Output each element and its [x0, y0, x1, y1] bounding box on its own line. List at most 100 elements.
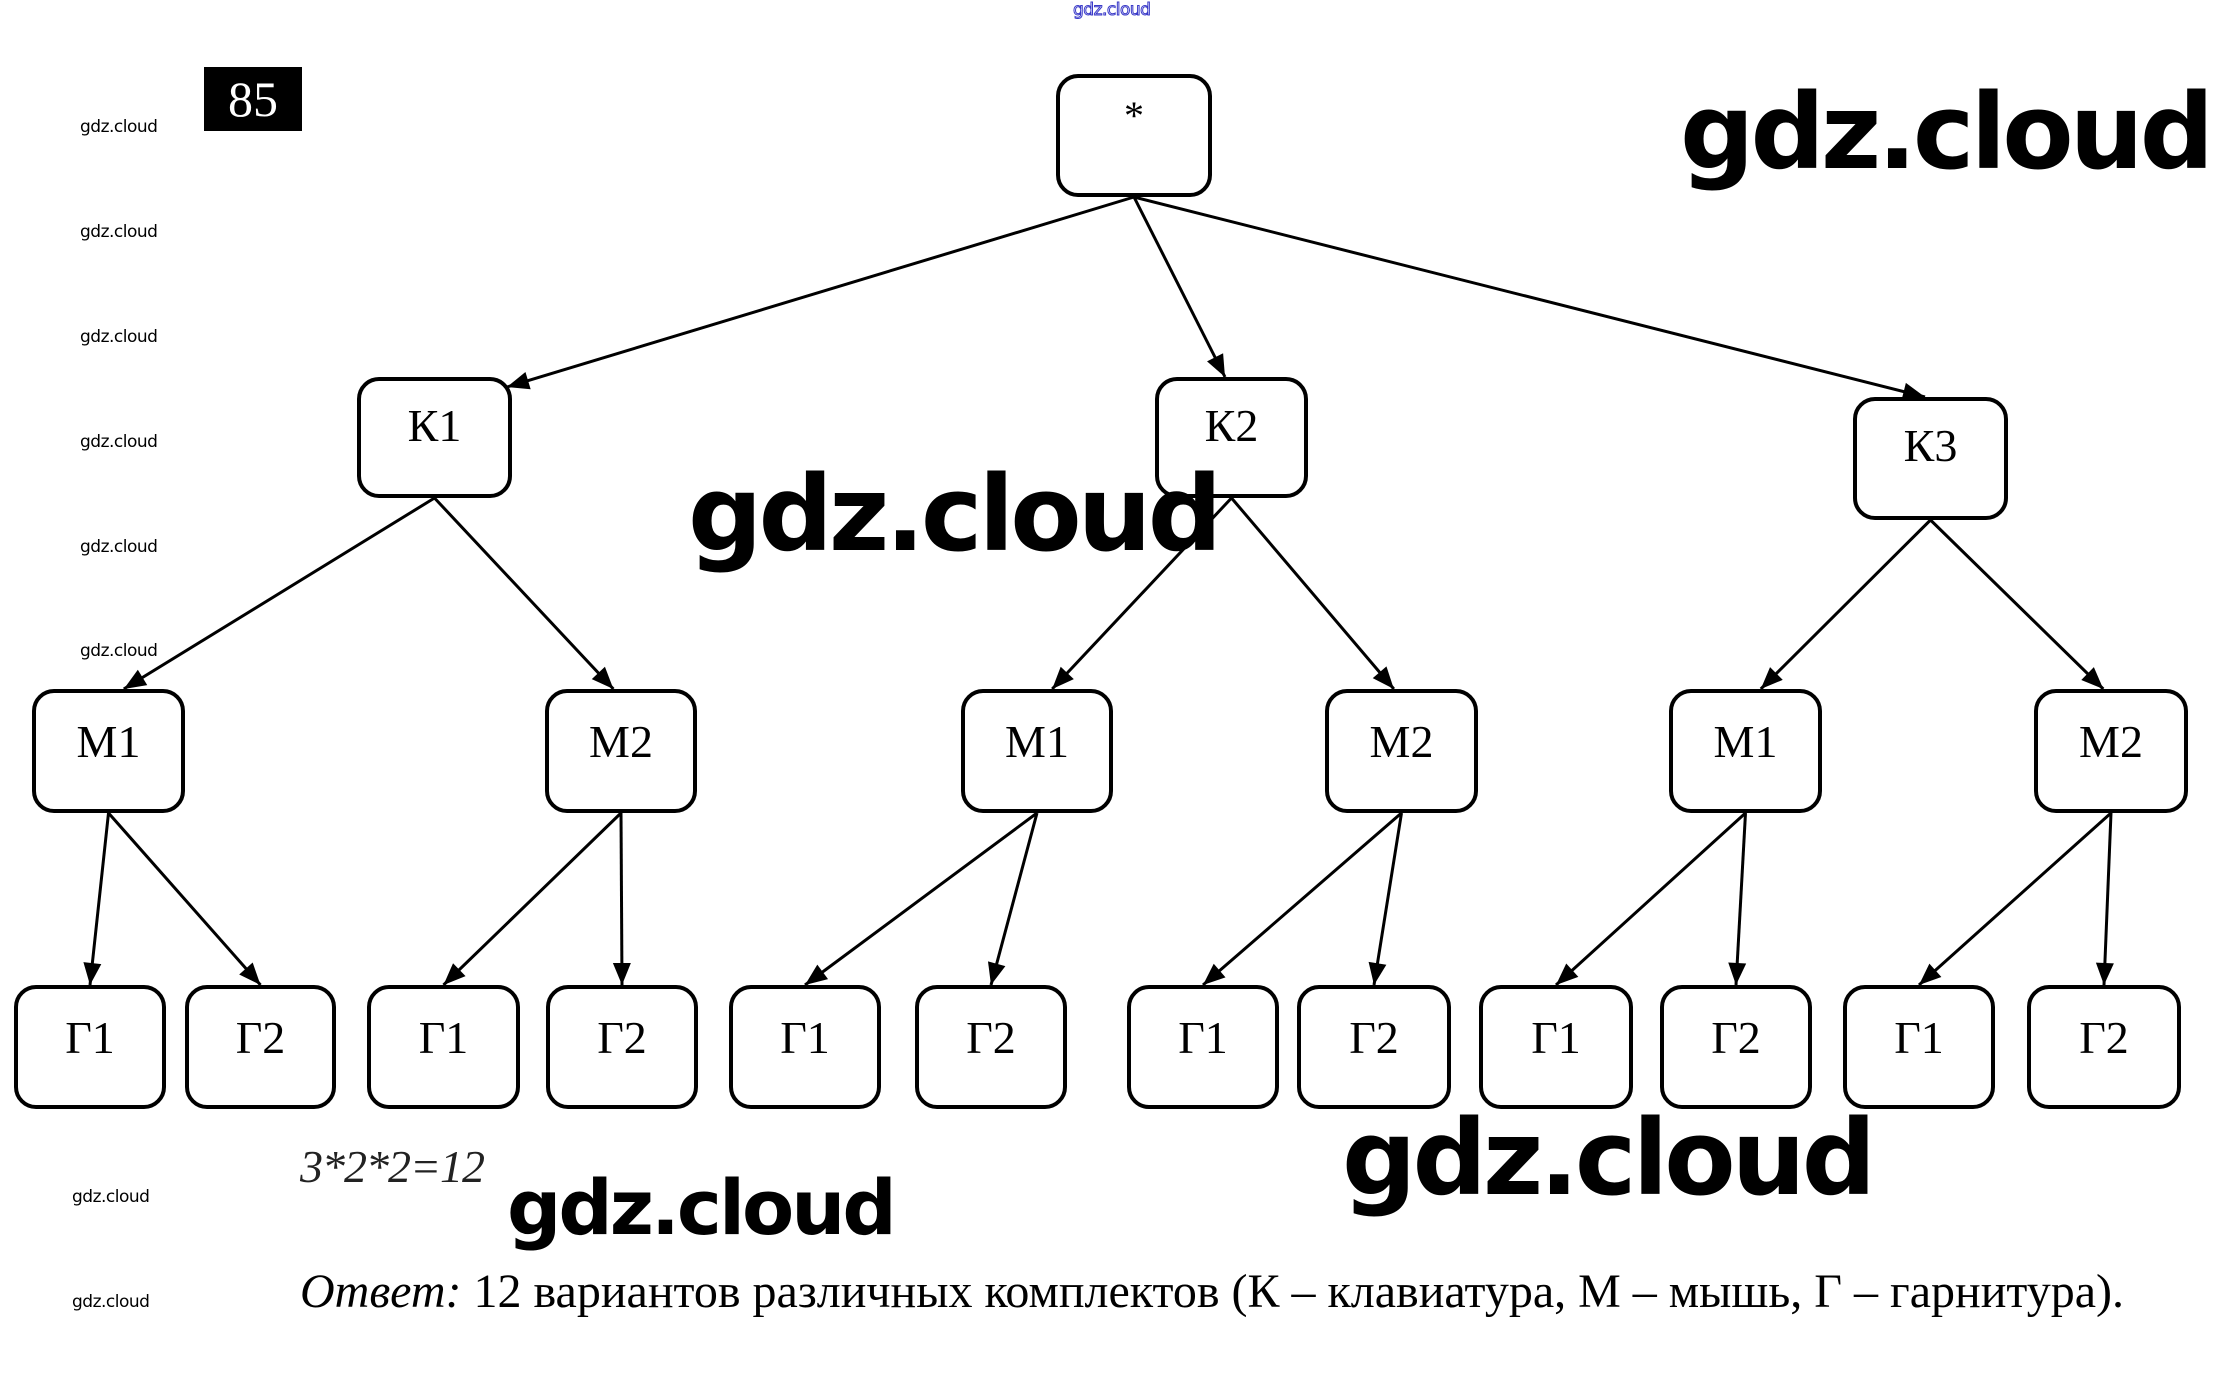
edge-mouse-to-headset: [989, 812, 1039, 986]
node-label: М2: [589, 716, 653, 767]
edge-keyboard-to-mouse: [433, 496, 615, 691]
answer-text: 12 вариантов различных комплектов (К – к…: [461, 1265, 2125, 1318]
arrowhead-icon: [443, 963, 466, 985]
headset-node: Г2: [1297, 985, 1451, 1109]
edge-keyboard-to-mouse: [1051, 496, 1233, 691]
headset-node: Г2: [1660, 985, 1812, 1109]
node-label: Г2: [1711, 1012, 1761, 1063]
arrowhead-icon: [1052, 666, 1074, 689]
arrowhead-icon: [1901, 382, 1925, 401]
node-label: Г2: [1349, 1012, 1399, 1063]
node-label: Г2: [235, 1012, 286, 1063]
node-label: Г1: [65, 1012, 115, 1063]
arrowhead-icon: [612, 962, 631, 985]
mouse-node: М2: [1325, 689, 1478, 813]
node-label: К1: [407, 400, 462, 451]
edge-mouse-to-headset: [1372, 812, 1403, 986]
task-number-badge: 85: [204, 67, 302, 131]
headset-node: Г2: [915, 985, 1067, 1109]
node-label: Г2: [597, 1012, 647, 1063]
edge-mouse-to-headset: [1734, 812, 1747, 986]
headset-node: Г2: [185, 985, 336, 1109]
arrowhead-icon: [507, 372, 531, 390]
arrowhead-icon: [987, 961, 1006, 985]
mouse-node: М2: [2034, 689, 2188, 813]
edge-root-to-keyboard: [506, 195, 1135, 389]
headset-node: Г1: [367, 985, 520, 1109]
node-label: Г1: [1894, 1012, 1944, 1063]
watermark-big-bottom-right: gdz.cloud: [1342, 1097, 1876, 1219]
edge-mouse-to-headset: [1917, 811, 2113, 987]
arrowhead-icon: [123, 669, 148, 689]
top-watermark: gdz.cloud: [1072, 0, 1151, 21]
arrowhead-icon: [1372, 666, 1394, 689]
solution-formula: 3*2*2=12: [300, 1141, 485, 1192]
node-label: Г2: [2079, 1012, 2129, 1063]
watermark-small: gdz.cloud: [80, 327, 158, 347]
edge-mouse-to-headset: [442, 811, 623, 987]
watermark-small: gdz.cloud: [80, 222, 158, 242]
arrowhead-icon: [2081, 667, 2104, 689]
arrowhead-icon: [1207, 353, 1225, 377]
headset-node: Г1: [1843, 985, 1995, 1109]
edge-mouse-to-headset: [2102, 812, 2113, 986]
arrowhead-icon: [1728, 962, 1747, 985]
root-node: *: [1056, 74, 1212, 197]
node-label: М1: [1005, 716, 1069, 767]
answer-label: Ответ:: [300, 1265, 462, 1318]
watermark-small: gdz.cloud: [72, 1292, 150, 1312]
node-label: К3: [1903, 420, 1958, 471]
edge-mouse-to-headset: [804, 811, 1038, 987]
node-label: Г1: [418, 1012, 469, 1063]
watermark-big-bottom-left: gdz.cloud: [507, 1163, 897, 1252]
arrowhead-icon: [591, 666, 614, 689]
node-label: Г1: [1178, 1012, 1228, 1063]
edge-root-to-keyboard: [1132, 196, 1227, 378]
node-label: М2: [1369, 716, 1434, 767]
headset-node: Г1: [1127, 985, 1279, 1109]
edge-mouse-to-headset: [1202, 811, 1403, 987]
edge-mouse-to-headset: [1554, 811, 1747, 987]
edge-mouse-to-headset: [619, 812, 624, 986]
watermark-small: gdz.cloud: [80, 117, 158, 137]
keyboard-node-1: К1: [357, 377, 512, 498]
arrowhead-icon: [1203, 963, 1226, 985]
headset-node: Г2: [546, 985, 698, 1109]
watermark-big-top-right: gdz.cloud: [1680, 71, 2214, 193]
node-label: Г1: [780, 1012, 830, 1063]
node-label: *: [1124, 93, 1144, 138]
edge-keyboard-to-mouse: [1929, 518, 2105, 691]
edge-keyboard-to-mouse: [1759, 518, 1932, 691]
solution-answer: Ответ: 12 вариантов различных комплектов…: [300, 1262, 2150, 1322]
mouse-node: М1: [1669, 689, 1822, 813]
arrowhead-icon: [239, 962, 261, 985]
watermark-small: gdz.cloud: [80, 432, 158, 452]
keyboard-node-2: К2: [1155, 377, 1308, 498]
arrowhead-icon: [83, 962, 102, 985]
edge-mouse-to-headset: [88, 812, 110, 986]
mouse-node: М1: [32, 689, 185, 813]
edge-mouse-to-headset: [107, 812, 262, 986]
arrowhead-icon: [805, 964, 829, 985]
edge-keyboard-to-mouse: [1230, 497, 1395, 690]
arrowhead-icon: [1919, 963, 1942, 985]
headset-node: Г1: [1479, 985, 1633, 1109]
node-label: М1: [76, 716, 141, 767]
arrowhead-icon: [2095, 962, 2114, 985]
arrowhead-icon: [1368, 961, 1387, 985]
keyboard-node-3: К3: [1853, 397, 2008, 520]
watermark-small: gdz.cloud: [80, 641, 158, 661]
headset-node: Г2: [2027, 985, 2181, 1109]
node-label: Г2: [966, 1012, 1016, 1063]
arrowhead-icon: [1556, 963, 1579, 985]
watermark-small: gdz.cloud: [80, 537, 158, 557]
watermark-small: gdz.cloud: [72, 1187, 150, 1207]
node-label: М2: [2079, 716, 2143, 767]
headset-node: Г1: [729, 985, 881, 1109]
headset-node: Г1: [14, 985, 166, 1109]
watermark-big-center: gdz.cloud: [688, 453, 1222, 575]
mouse-node: М2: [545, 689, 697, 813]
node-label: М1: [1713, 716, 1778, 767]
